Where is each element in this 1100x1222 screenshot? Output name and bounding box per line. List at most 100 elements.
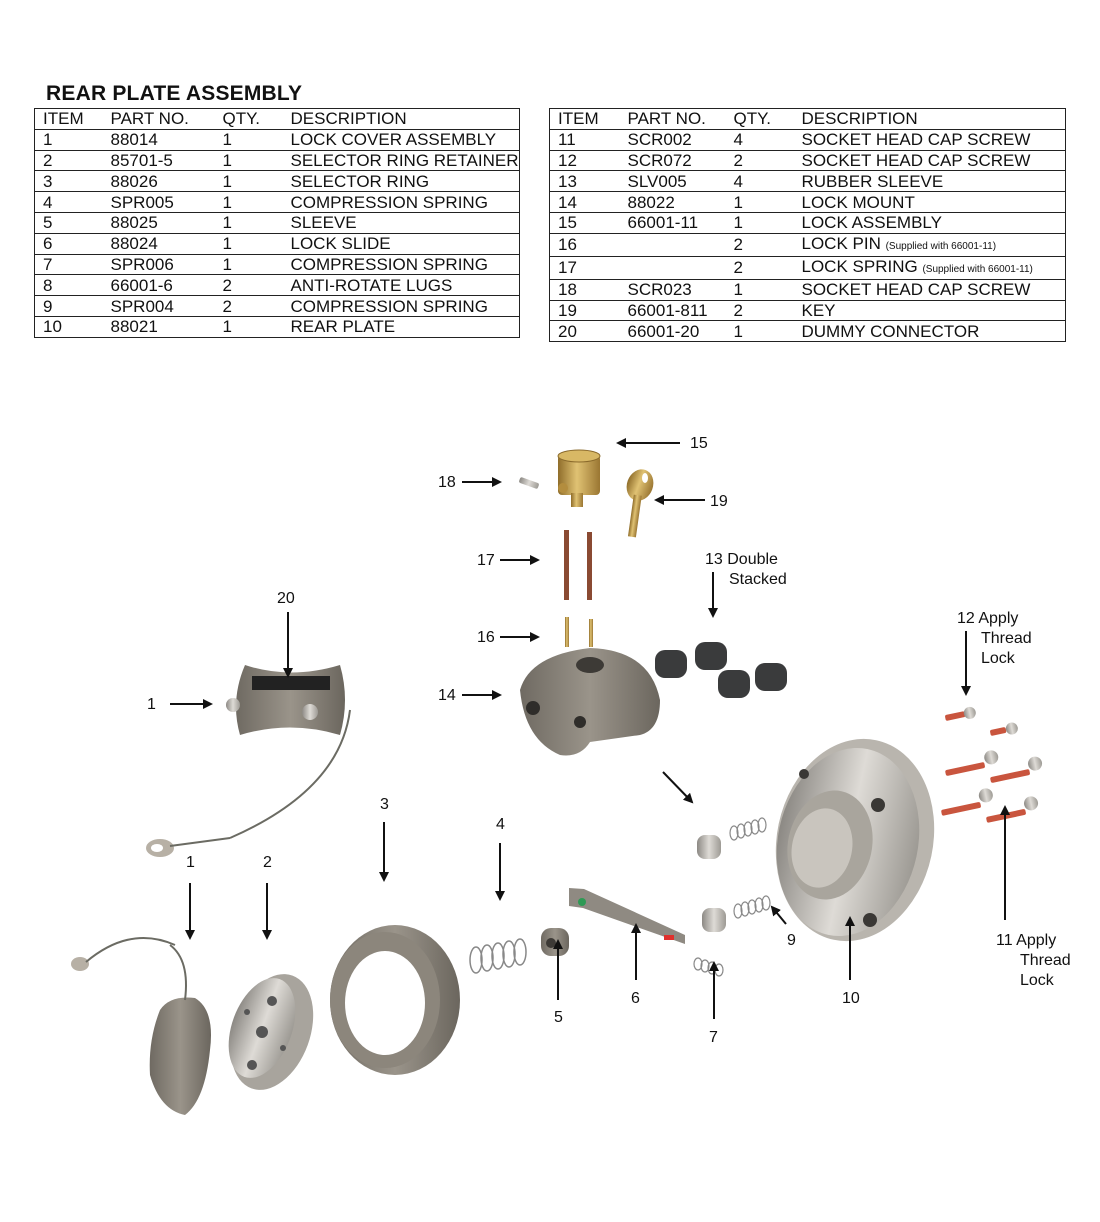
- item-cell: 3: [34, 170, 103, 193]
- description-text: LOCK ASSEMBLY: [801, 213, 942, 233]
- part-no-cell: 66001-811: [619, 299, 726, 322]
- item-cell: 5: [34, 211, 103, 234]
- callout-15: 15: [690, 435, 708, 452]
- qty-cell: 1: [214, 315, 283, 338]
- section-title: REAR PLATE ASSEMBLY: [46, 82, 303, 105]
- part-no-cell: 88022: [619, 191, 726, 213]
- supply-note: (Supplied with 66001-11): [922, 263, 1033, 275]
- col-header-item: ITEM: [549, 108, 620, 130]
- lock-assembly-part: [557, 449, 601, 507]
- callout-20: 20: [277, 590, 295, 607]
- description-text: ANTI-ROTATE LUGS: [290, 275, 453, 295]
- qty-cell: 4: [725, 128, 794, 151]
- description-cell: SELECTOR RING: [282, 170, 520, 193]
- part-no-cell: 88014: [102, 128, 215, 151]
- description-text: COMPRESSION SPRING: [290, 254, 488, 274]
- callout-12-line3: Lock: [981, 650, 1016, 667]
- callout-3: 3: [380, 796, 389, 813]
- description-text: COMPRESSION SPRING: [290, 192, 488, 212]
- lock-cover-part: [71, 936, 211, 1115]
- description-cell: COMPRESSION SPRING: [282, 295, 520, 317]
- part-no-cell: 88024: [102, 232, 215, 255]
- qty-cell: 1: [725, 211, 794, 234]
- qty-cell: 1: [214, 232, 283, 255]
- item-cell: 1: [34, 128, 103, 151]
- col-header-qty: QTY.: [725, 108, 794, 130]
- callout-13-line1: 13 Double: [705, 551, 778, 568]
- sleeve-part: [541, 928, 569, 956]
- part-no-cell: SPR006: [102, 253, 215, 276]
- col-header-description: DESCRIPTION: [282, 108, 520, 130]
- qty-cell: 2: [725, 149, 794, 172]
- description-text: RUBBER SLEEVE: [801, 171, 944, 191]
- callout-4: 4: [496, 816, 505, 833]
- description-cell: LOCK MOUNT: [793, 191, 1066, 213]
- qty-cell: 2: [214, 295, 283, 317]
- description-cell: SOCKET HEAD CAP SCREW: [793, 278, 1066, 301]
- qty-cell: 1: [725, 278, 794, 301]
- description-text: COMPRESSION SPRING: [290, 296, 488, 316]
- callout-18: 18: [438, 474, 456, 491]
- description-cell: COMPRESSION SPRING: [282, 191, 520, 213]
- callout-12-line1: 12 Apply: [957, 610, 1018, 627]
- part-no-cell: 85701-5: [102, 149, 215, 172]
- qty-cell: 1: [214, 191, 283, 213]
- description-text: SOCKET HEAD CAP SCREW: [801, 150, 1031, 170]
- item-cell: 20: [549, 320, 620, 343]
- col-header-qty: QTY.: [214, 108, 283, 130]
- cap-screw-18-part: [519, 477, 539, 489]
- description-cell: SOCKET HEAD CAP SCREW: [793, 149, 1066, 172]
- part-no-cell: [619, 232, 726, 257]
- description-cell: LOCK ASSEMBLY: [793, 211, 1066, 234]
- item-cell: 8: [34, 274, 103, 297]
- item-cell: 4: [34, 191, 103, 213]
- description-cell: LOCK PIN (Supplied with 66001-11): [793, 232, 1066, 257]
- compression-spring-7-part: [693, 957, 724, 977]
- supply-note: (Supplied with 66001-11): [885, 240, 997, 252]
- callout-12-line2: Thread: [981, 630, 1032, 647]
- part-no-cell: 88025: [102, 211, 215, 234]
- part-no-cell: SLV005: [619, 170, 726, 193]
- description-cell: SELECTOR RING RETAINER: [282, 149, 520, 172]
- table-header-row: ITEM PART NO. QTY. DESCRIPTION: [549, 108, 1066, 130]
- description-cell: LOCK SLIDE: [282, 232, 520, 255]
- part-no-cell: 66001-20: [619, 320, 726, 343]
- description-text: DUMMY CONNECTOR: [801, 321, 980, 341]
- item-cell: 7: [34, 253, 103, 276]
- cap-screws-part: [941, 706, 1043, 823]
- description-text: SELECTOR RING: [290, 171, 430, 191]
- qty-cell: 2: [725, 299, 794, 322]
- selector-ring-retainer-part: [228, 974, 314, 1090]
- description-text: LOCK SPRING: [801, 256, 918, 276]
- description-cell: DUMMY CONNECTOR: [793, 320, 1066, 343]
- item-cell: 13: [549, 170, 620, 193]
- callout-10: 10: [842, 990, 860, 1007]
- table-header-row: ITEM PART NO. QTY. DESCRIPTION: [34, 108, 520, 130]
- callout-16: 16: [477, 629, 495, 646]
- qty-cell: 1: [214, 128, 283, 151]
- callout-11-line1: 11 Apply: [996, 932, 1056, 949]
- lock-spring-part: [564, 530, 592, 600]
- description-text: SELECTOR RING RETAINER: [290, 150, 519, 170]
- col-header-description: DESCRIPTION: [793, 108, 1066, 130]
- description-cell: REAR PLATE: [282, 315, 520, 338]
- description-text: LOCK COVER ASSEMBLY: [290, 130, 497, 150]
- description-text: KEY: [801, 300, 836, 320]
- qty-cell: 2: [725, 232, 794, 257]
- part-no-cell: 88026: [102, 170, 215, 193]
- description-cell: COMPRESSION SPRING: [282, 253, 520, 276]
- description-cell: LOCK SPRING (Supplied with 66001-11): [793, 255, 1066, 280]
- rear-plate-part: [775, 738, 935, 942]
- qty-cell: 4: [725, 170, 794, 193]
- lock-pin-part: [565, 617, 593, 647]
- qty-cell: 1: [214, 253, 283, 276]
- description-text: SOCKET HEAD CAP SCREW: [801, 280, 1031, 300]
